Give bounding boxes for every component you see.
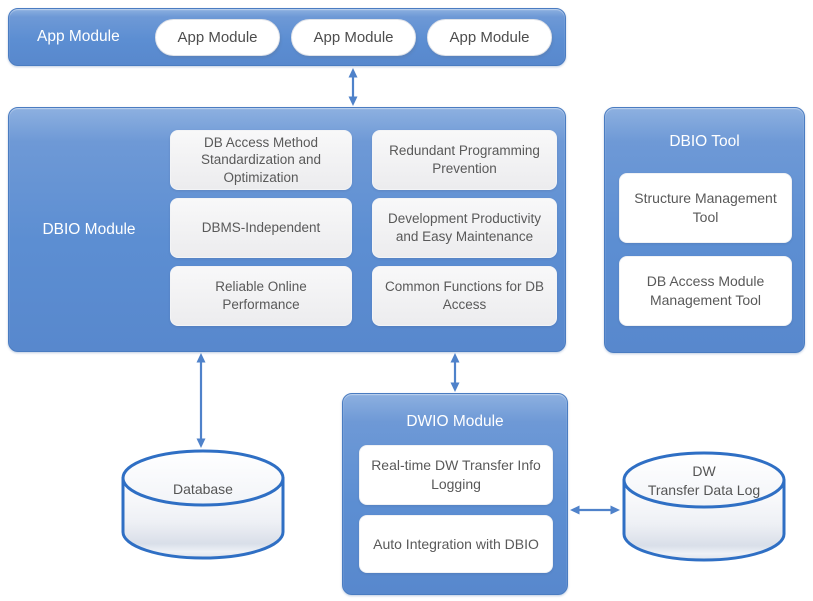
dbio-feature-grid: DB Access Method Standardization and Opt… — [170, 130, 557, 326]
dbio-module-box: DBIO Module DB Access Method Standardiza… — [8, 107, 566, 352]
database-cylinder: Database — [120, 448, 286, 562]
dbio-feature-dbms-independent: DBMS-Independent — [170, 198, 352, 258]
dbio-tool-label: DBIO Tool — [669, 133, 740, 150]
dwio-module-label: DWIO Module — [406, 413, 504, 430]
dbio-dwio-double-arrow-icon — [450, 353, 460, 392]
app-module-bar-label: App Module — [37, 28, 120, 45]
dbio-feature-reliable-performance: Reliable Online Performance — [170, 266, 352, 326]
app-module-pill-3: App Module — [427, 18, 552, 56]
dbio-feature-redundant-prevention: Redundant Programming Prevention — [372, 130, 557, 190]
app-dbio-double-arrow-icon — [348, 68, 358, 106]
dbio-database-double-arrow-icon — [196, 353, 206, 448]
dw-transfer-data-log-cylinder: DW Transfer Data Log — [621, 450, 787, 564]
database-label: Database — [173, 481, 233, 497]
dbio-feature-productivity: Development Productivity and Easy Mainte… — [372, 198, 557, 258]
dbio-tool-box: DBIO Tool Structure Management Tool DB A… — [604, 107, 805, 353]
database-cylinder-icon — [121, 449, 285, 560]
dbio-module-label: DBIO Module — [42, 220, 136, 238]
dw-log-label-line1: DW — [692, 463, 716, 479]
dwio-dwlog-double-arrow-icon — [570, 505, 620, 515]
structure-management-tool-box: Structure Management Tool — [619, 173, 792, 243]
dw-log-cylinder-icon — [622, 451, 786, 562]
dw-log-label: DW Transfer Data Log — [621, 462, 787, 500]
db-access-module-management-tool-box: DB Access Module Management Tool — [619, 256, 792, 326]
dw-log-label-line2: Transfer Data Log — [647, 481, 761, 498]
app-module-pill-2: App Module — [291, 18, 416, 56]
dwio-module-box: DWIO Module Real-time DW Transfer Info L… — [342, 393, 568, 595]
dwio-feature-realtime-logging: Real-time DW Transfer Info Logging — [359, 445, 553, 505]
app-module-pill-group: App Module App Module App Module — [155, 18, 552, 56]
dwio-feature-auto-integration: Auto Integration with DBIO — [359, 515, 553, 573]
dbio-feature-common-functions: Common Functions for DB Access — [372, 266, 557, 326]
app-module-bar: App Module App Module App Module App Mod… — [8, 8, 566, 66]
app-module-pill-1: App Module — [155, 18, 280, 56]
dbio-feature-standardization: DB Access Method Standardization and Opt… — [170, 130, 352, 190]
